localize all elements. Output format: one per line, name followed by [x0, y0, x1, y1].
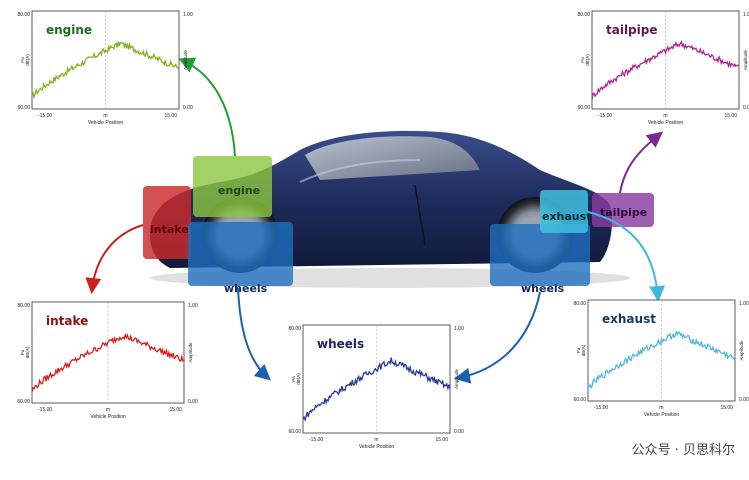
right-label: Amplitude: [183, 50, 188, 71]
y-tick-top: 80.00: [17, 12, 30, 18]
x-tick-right: 15.00: [164, 113, 177, 119]
signal-line-exhaust: [587, 329, 736, 390]
x-tick-mid: m: [659, 405, 663, 411]
right-tick-top: 1.00: [188, 303, 198, 309]
car-label-exhaust: exhaust: [542, 210, 592, 223]
right-tick-bottom: 0.00: [183, 105, 193, 111]
x-tick-right: 15.00: [435, 437, 448, 443]
right-tick-bottom: 0.00: [188, 399, 198, 405]
y-label-pa: Pa: [20, 57, 25, 63]
tailpipe-region-box: [592, 193, 654, 227]
right-tick-top: 1.00: [739, 301, 749, 307]
right-label: Amplitude: [739, 340, 744, 361]
watermark: 公众号 · 贝思科尔: [631, 443, 735, 458]
right-label: Amplitude: [188, 342, 193, 363]
connector-arrows: [85, 57, 666, 384]
x-axis-label: Vehicle Position: [88, 120, 124, 126]
y-tick-top: 80.00: [17, 303, 30, 309]
y-tick-top: 80.00: [288, 326, 301, 332]
x-axis-label: Vehicle Position: [648, 120, 684, 126]
right-tick-top: 1.00: [454, 326, 464, 332]
y-label-pa: Pa: [20, 349, 25, 355]
signal-line-engine: [31, 41, 180, 100]
y-label-db: dB(A): [25, 54, 30, 66]
x-tick-mid: m: [663, 113, 667, 119]
x-tick-right: 15.00: [720, 405, 733, 411]
x-axis-label: Vehicle Position: [644, 412, 680, 418]
y-tick-top: 80.00: [577, 12, 590, 18]
x-axis-label: Vehicle Position: [359, 444, 395, 450]
chart-title-intake: intake: [46, 314, 89, 328]
wheels-rear-region-box: [490, 224, 590, 286]
chart-title-engine: engine: [46, 23, 93, 37]
engine-region-box: [193, 156, 272, 217]
y-tick-bottom: 60.00: [573, 397, 586, 403]
car-label-tailpipe: tailpipe: [600, 206, 648, 219]
x-tick-left: -15.00: [309, 437, 323, 443]
x-tick-mid: m: [103, 113, 107, 119]
x-tick-left: -15.00: [38, 407, 52, 413]
signal-line-tailpipe: [591, 39, 740, 100]
right-tick-bottom: 0.00: [739, 397, 749, 403]
x-tick-left: -15.00: [38, 113, 52, 119]
arrow-exhaust: [587, 211, 666, 302]
car-label-engine: engine: [218, 184, 261, 197]
signal-line-intake: [31, 332, 185, 392]
arrow-wheels-rear: [454, 291, 541, 384]
chart-title-tailpipe: tailpipe: [606, 23, 658, 37]
x-tick-left: -15.00: [598, 113, 612, 119]
chart-title-exhaust: exhaust: [602, 312, 656, 326]
chart-title-wheels: wheels: [317, 337, 365, 351]
y-label-db: dB(A): [585, 54, 590, 66]
x-tick-mid: m: [106, 407, 110, 413]
arrow-wheels-front: [237, 287, 271, 381]
right-tick-top: 1.00: [183, 12, 193, 18]
diagram-stage: engine intake wheels wheels exhaust tail…: [14, 9, 749, 458]
y-tick-top: 80.00: [573, 301, 586, 307]
y-label-pa: Pa: [580, 57, 585, 63]
wheels-front-region-box: [188, 222, 293, 286]
car-label-intake: intake: [150, 223, 189, 236]
arrow-engine: [178, 57, 236, 157]
right-label: Amplitude: [454, 369, 459, 390]
right-tick-top: 1.00: [743, 12, 749, 18]
y-tick-bottom: 60.00: [577, 105, 590, 111]
x-tick-mid: m: [374, 437, 378, 443]
y-label-pa: Pa: [576, 347, 581, 353]
arrow-tailpipe: [619, 131, 664, 194]
right-tick-bottom: 0.00: [454, 429, 464, 435]
car-label-wheels-rear: wheels: [521, 282, 565, 295]
y-tick-bottom: 60.00: [288, 429, 301, 435]
x-tick-right: 15.00: [724, 113, 737, 119]
x-axis-label: Vehicle Position: [90, 414, 126, 420]
right-label: Amplitude: [743, 50, 748, 71]
y-label-db: dB(A): [25, 346, 30, 358]
right-tick-bottom: 0.00: [743, 105, 749, 111]
signal-line-wheels: [302, 357, 451, 422]
arrow-intake: [85, 224, 144, 294]
y-tick-bottom: 60.00: [17, 399, 30, 405]
x-tick-right: 15.00: [169, 407, 182, 413]
y-label-db: dB(A): [296, 373, 301, 385]
car-label-wheels-front: wheels: [224, 282, 268, 295]
intake-region-box: [143, 186, 191, 259]
exhaust-region-box: [540, 190, 588, 233]
x-tick-left: -15.00: [594, 405, 608, 411]
y-label-pa: Pa: [291, 376, 296, 382]
y-tick-bottom: 60.00: [17, 105, 30, 111]
y-label-db: dB(A): [581, 344, 586, 356]
